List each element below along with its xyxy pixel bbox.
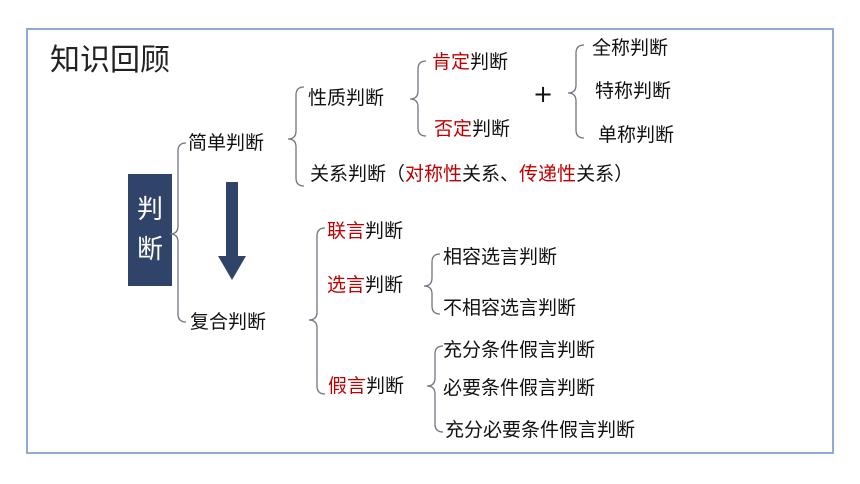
- slide-frame: [26, 28, 834, 454]
- root-char-1: 判: [136, 195, 163, 225]
- node-sufficient-necessary-condition: 充分必要条件假言判断: [445, 419, 636, 441]
- node-singular-judgment: 单称判断: [598, 124, 675, 146]
- node-hypothetical-judgment: 假言判断: [328, 375, 405, 397]
- node-compatible-disjunctive: 相容选言判断: [443, 246, 558, 268]
- node-relation-judgment: 关系判断（对称性关系、传递性关系）: [310, 163, 634, 185]
- root-box-judgment: 判 断: [128, 174, 172, 286]
- node-particular-judgment: 特称判断: [595, 80, 672, 102]
- node-affirmative-judgment: 肯定判断: [432, 51, 509, 73]
- node-incompatible-disjunctive: 不相容选言判断: [443, 297, 577, 319]
- node-nature-judgment: 性质判断: [308, 87, 385, 109]
- plus-sign: +: [533, 80, 554, 108]
- page-title: 知识回顾: [50, 43, 170, 78]
- root-char-2: 断: [136, 235, 163, 265]
- node-compound-judgment: 复合判断: [190, 311, 267, 333]
- node-negative-judgment: 否定判断: [434, 118, 511, 140]
- node-sufficient-condition: 充分条件假言判断: [443, 339, 596, 361]
- node-disjunctive-judgment: 选言判断: [327, 274, 404, 296]
- node-conjunctive-judgment: 联言判断: [327, 220, 404, 242]
- node-simple-judgment: 简单判断: [188, 132, 265, 154]
- node-universal-judgment: 全称判断: [592, 37, 669, 59]
- node-necessary-condition: 必要条件假言判断: [443, 377, 596, 399]
